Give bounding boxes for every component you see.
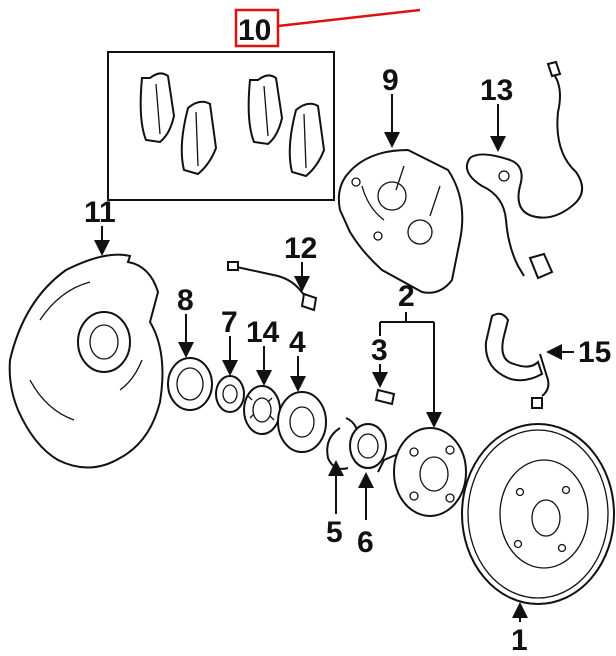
bearing-race bbox=[215, 375, 245, 413]
callout-10-highlight-line bbox=[277, 8, 421, 28]
leader-lines bbox=[94, 94, 574, 622]
brake-pad bbox=[247, 74, 284, 146]
brake-rotor bbox=[461, 423, 615, 605]
callout-11: 11 bbox=[84, 196, 116, 229]
callout-1: 1 bbox=[511, 624, 528, 656]
hub-bolt bbox=[374, 388, 396, 406]
wheel-hub bbox=[377, 427, 467, 517]
callout-8: 8 bbox=[177, 284, 194, 317]
brake-pad bbox=[180, 100, 218, 176]
dust-shield bbox=[8, 253, 164, 469]
callout-6: 6 bbox=[357, 526, 374, 559]
callout-9: 9 bbox=[382, 64, 399, 97]
callout-3: 3 bbox=[371, 334, 388, 367]
brake-hose-bracket bbox=[484, 312, 550, 409]
abs-sensor-wire bbox=[466, 60, 583, 280]
oil-seal bbox=[167, 357, 213, 411]
callout-7: 7 bbox=[221, 306, 238, 339]
callout-10: 10 bbox=[238, 14, 271, 47]
roller-bearing bbox=[243, 385, 281, 435]
brake-pad bbox=[288, 102, 326, 178]
hub-seal bbox=[349, 423, 387, 469]
callout-2: 2 bbox=[398, 280, 415, 313]
callout-14: 14 bbox=[246, 316, 280, 349]
callout-5: 5 bbox=[326, 516, 343, 549]
hub-bearing bbox=[277, 391, 327, 453]
callout-15: 15 bbox=[578, 336, 611, 369]
callout-10-highlight-box bbox=[234, 8, 280, 48]
brake-pad bbox=[139, 72, 176, 144]
callout-13: 13 bbox=[480, 74, 513, 107]
callout-12: 12 bbox=[284, 232, 317, 265]
brake-pad-set bbox=[107, 51, 335, 201]
callout-4: 4 bbox=[289, 326, 306, 359]
brake-caliper bbox=[337, 148, 464, 294]
